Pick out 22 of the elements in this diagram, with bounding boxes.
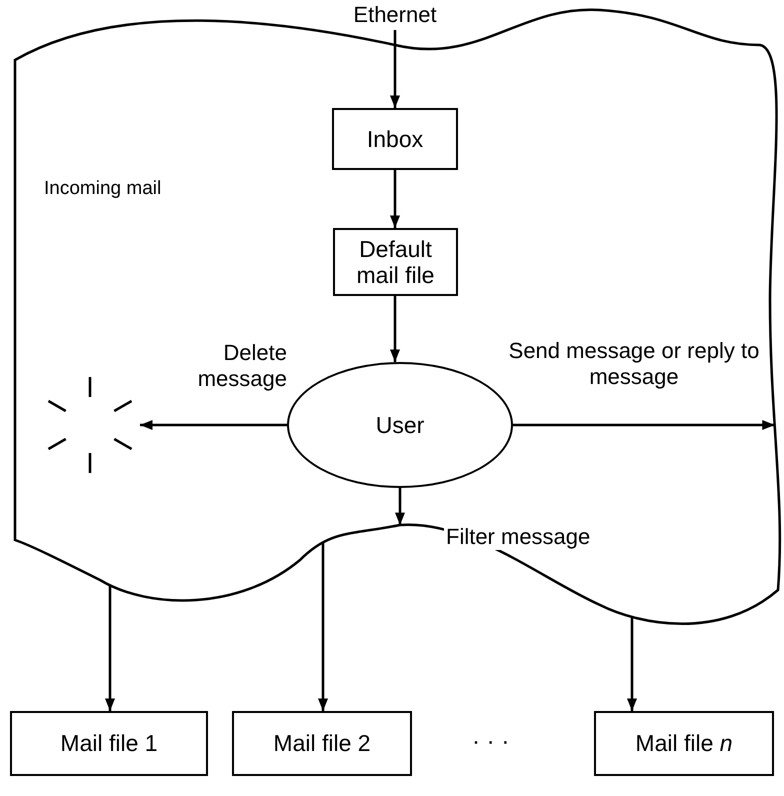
arrow bbox=[105, 586, 115, 711]
node-label: Ethernet bbox=[352, 2, 438, 28]
node-label: Mail file 2 bbox=[272, 730, 372, 757]
arrow bbox=[390, 296, 400, 362]
process-box bbox=[232, 711, 412, 776]
arrow bbox=[390, 170, 400, 228]
arrow bbox=[513, 420, 775, 430]
node-label: User bbox=[374, 412, 426, 438]
node-label: Mail file 1 bbox=[59, 730, 159, 757]
region-label: Incoming mail bbox=[44, 178, 162, 200]
arrow bbox=[390, 30, 400, 108]
node-label: Default mail file bbox=[356, 236, 436, 288]
process-box bbox=[594, 711, 774, 776]
process-box bbox=[10, 711, 208, 776]
process-box bbox=[332, 108, 458, 170]
node-label: Inbox bbox=[366, 126, 424, 152]
arrow bbox=[140, 420, 287, 430]
arrow bbox=[318, 542, 328, 711]
node-label: Mail file n bbox=[634, 730, 734, 757]
arrow bbox=[395, 488, 405, 526]
process-box bbox=[333, 228, 458, 296]
arrow bbox=[627, 617, 637, 711]
